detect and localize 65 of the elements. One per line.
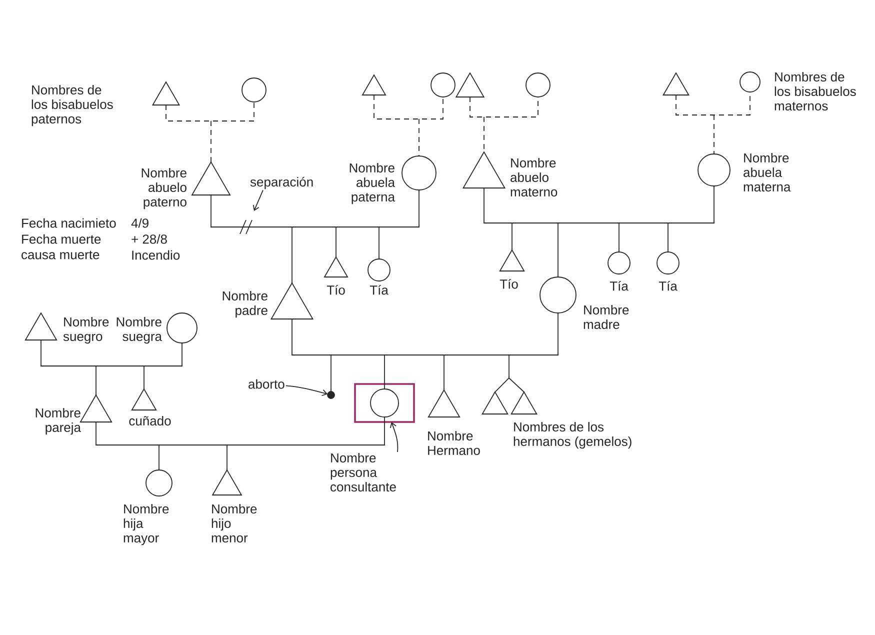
info-label: Fecha nacimieto bbox=[22, 218, 116, 228]
kinship-label: Tía bbox=[658, 281, 678, 291]
kinship-label: Tío bbox=[326, 285, 345, 295]
circle-symbol bbox=[370, 388, 399, 418]
name-label: Nombre abuela paterna bbox=[350, 163, 395, 204]
info-label: Fecha muerte bbox=[22, 234, 101, 244]
kinship-label: Tío bbox=[500, 279, 518, 289]
info-label: Incendio bbox=[132, 250, 180, 260]
connector-line bbox=[210, 190, 420, 234]
name-label: Nombre hija mayor bbox=[124, 504, 169, 546]
connector-line bbox=[494, 378, 510, 392]
dot-symbol bbox=[327, 391, 335, 399]
name-label: Nombre abuelo paterno bbox=[142, 168, 186, 210]
annotation-label: separación bbox=[250, 176, 313, 190]
circle-symbol bbox=[740, 72, 760, 92]
circle-symbol bbox=[402, 156, 436, 190]
circle-symbol bbox=[698, 154, 730, 186]
connector-line bbox=[374, 94, 444, 120]
kinship-label: Tía bbox=[610, 281, 628, 291]
name-label: Nombre padre bbox=[222, 291, 268, 318]
connector-line bbox=[618, 222, 620, 252]
name-label: Nombre Hermano bbox=[428, 431, 480, 456]
connector-line bbox=[418, 118, 420, 156]
leader-arrow bbox=[390, 422, 398, 452]
connector-line bbox=[330, 354, 332, 392]
name-label: Nombre abuelo materno bbox=[510, 158, 558, 197]
circle-symbol bbox=[608, 252, 630, 274]
connector-line bbox=[384, 354, 385, 390]
name-label: Nombre pareja bbox=[36, 408, 81, 435]
info-label: causa muerte bbox=[22, 250, 100, 260]
name-label: Nombre suegra bbox=[116, 317, 162, 344]
group-label: Nombres de los hermanos (gemelos) bbox=[514, 422, 632, 449]
circle-symbol bbox=[242, 78, 266, 102]
circle-symbol bbox=[540, 276, 576, 314]
annotation-label: aborto bbox=[248, 379, 284, 389]
connector-line bbox=[470, 96, 538, 118]
connector-line bbox=[226, 444, 228, 470]
connector-line bbox=[158, 444, 160, 470]
circle-symbol bbox=[526, 72, 550, 98]
name-label: Nombre abuela materna bbox=[744, 153, 791, 192]
connector-line bbox=[508, 378, 524, 392]
connector-line bbox=[292, 312, 558, 356]
annotation-label: Nombre persona consultante bbox=[330, 453, 396, 492]
info-label: + 28/8 bbox=[132, 234, 167, 244]
name-label: Nombre madre bbox=[584, 305, 629, 330]
circle-symbol bbox=[146, 470, 172, 496]
leader-arrow bbox=[285, 385, 328, 396]
name-label: Nombre hijo menor bbox=[212, 504, 257, 543]
circle-symbol bbox=[368, 258, 390, 282]
highlight-box bbox=[354, 383, 415, 423]
info-label: 4/9 bbox=[131, 218, 148, 228]
kinship-label: cuñado bbox=[129, 416, 171, 426]
circle-symbol bbox=[430, 72, 456, 98]
kinship-label: Tía bbox=[370, 285, 388, 295]
connector-line bbox=[40, 340, 182, 366]
circle-symbol bbox=[656, 252, 680, 274]
circle-symbol bbox=[166, 312, 198, 344]
group-label: Nombres de los bisabuelos maternos bbox=[774, 72, 856, 111]
connector-line bbox=[508, 354, 510, 378]
connector-line bbox=[378, 226, 380, 260]
leader-arrow bbox=[252, 190, 264, 211]
name-label: Nombre suegro bbox=[63, 317, 109, 344]
group-label: Nombres de los bisabuelos paternos bbox=[32, 85, 113, 126]
connector-line bbox=[484, 186, 714, 224]
connector-line bbox=[96, 416, 385, 446]
